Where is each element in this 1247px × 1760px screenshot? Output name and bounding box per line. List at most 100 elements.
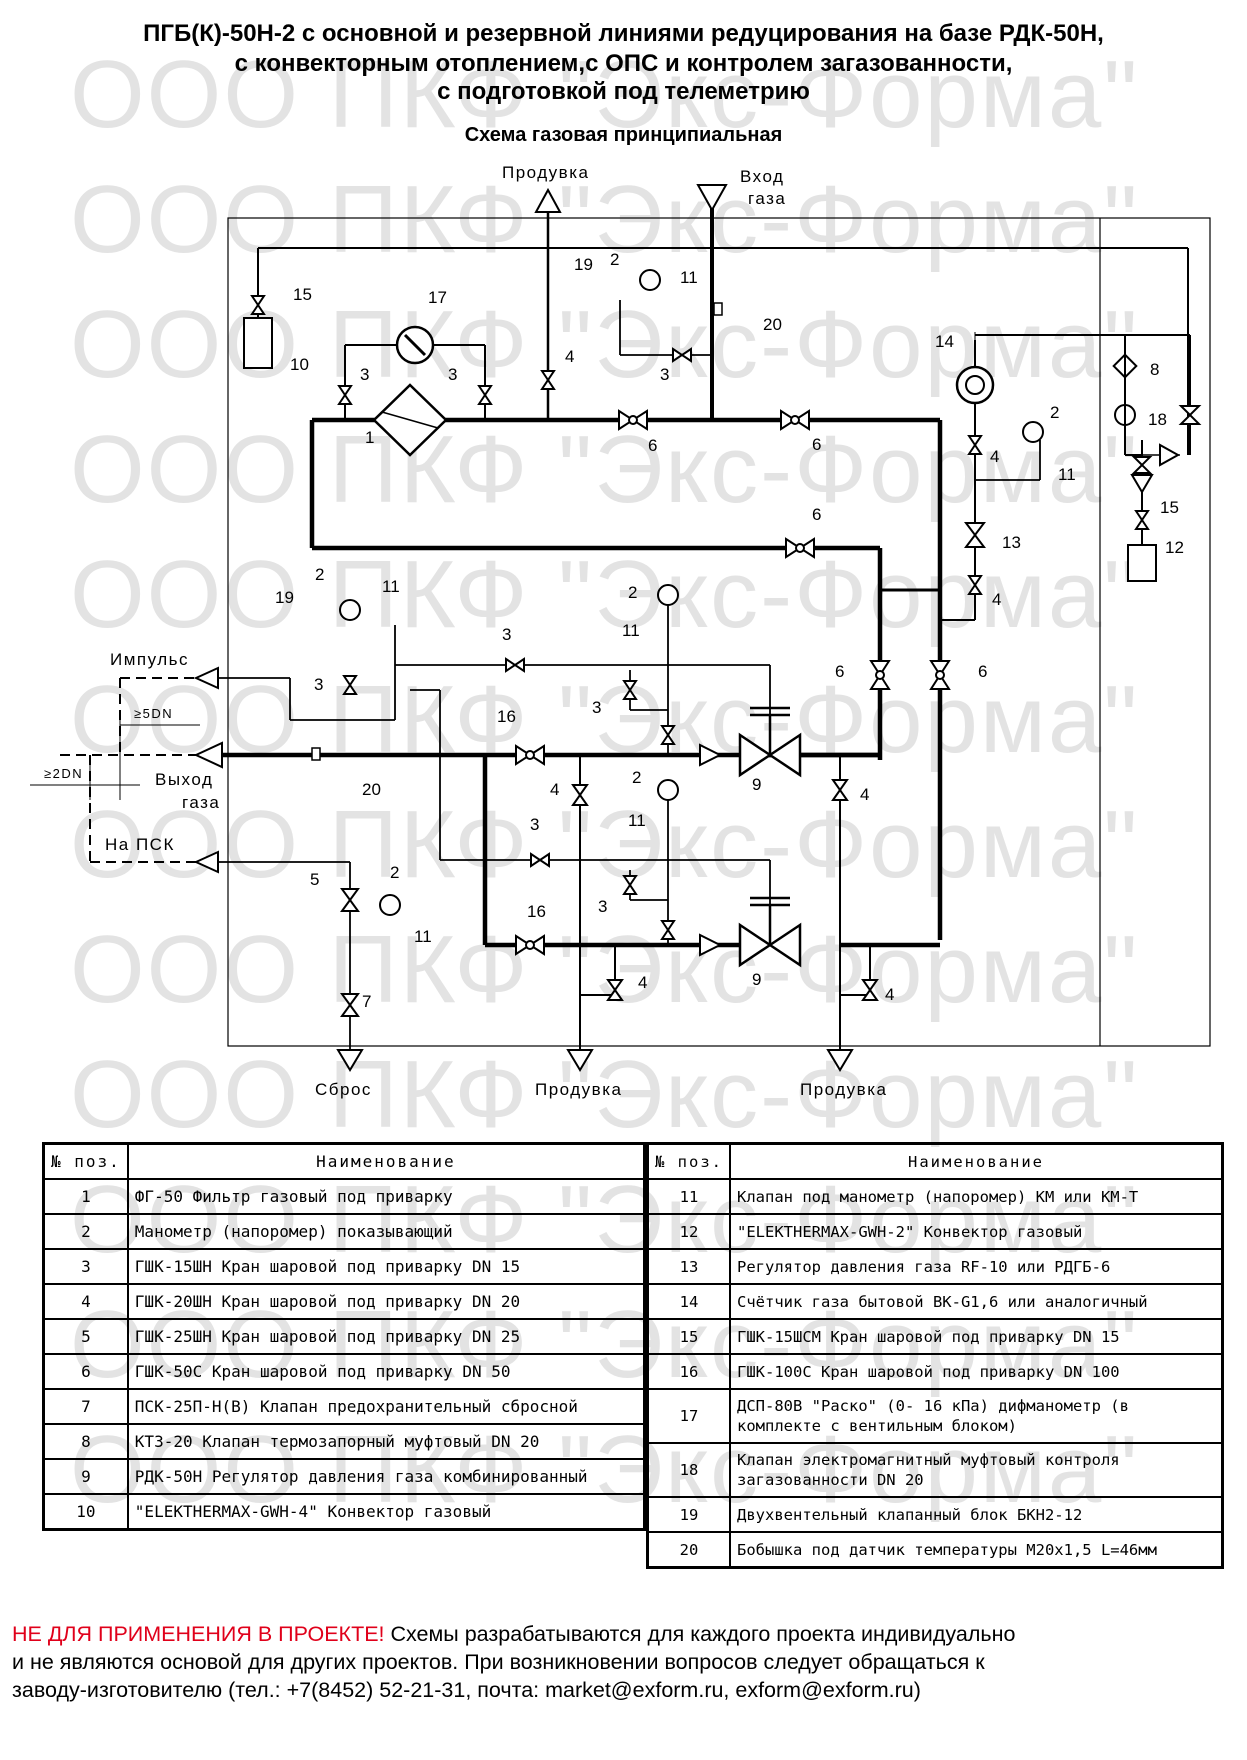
pos-cell: 5 <box>42 1318 129 1355</box>
temp-boss-20 <box>311 747 321 761</box>
callout-9: 9 <box>752 970 761 989</box>
valves <box>250 295 1202 1017</box>
callout-5: 5 <box>310 870 319 889</box>
pos-cell: 19 <box>646 1496 731 1533</box>
callout-16: 16 <box>497 707 516 726</box>
name-cell: Клапан электромагнитный муфтовый контрол… <box>729 1442 1224 1498</box>
callout-11: 11 <box>414 927 432 946</box>
callout-1: 1 <box>365 428 374 447</box>
name-cell: ГШК-15ШН Кран шаровой под приварку DN 15 <box>126 1248 646 1285</box>
pos-cell: 17 <box>646 1388 731 1444</box>
regulator-reserve <box>738 896 802 968</box>
callout-11: 11 <box>382 577 400 596</box>
callout-8: 8 <box>1150 360 1159 379</box>
callout-12: 12 <box>1165 538 1184 557</box>
label-vhod-gaza: газа <box>748 189 786 208</box>
callout-3: 3 <box>314 675 323 694</box>
name-cell: ГШК-50С Кран шаровой под приварку DN 50 <box>126 1353 646 1390</box>
pos-cell: 18 <box>646 1442 731 1498</box>
col-name-header: Наименование <box>729 1142 1224 1180</box>
impulse-arrow <box>193 666 219 690</box>
col-name-header: Наименование <box>126 1142 646 1180</box>
callout-11: 11 <box>622 621 640 640</box>
callout-4: 4 <box>990 447 999 466</box>
name-cell: ФГ-50 Фильтр газовый под приварку <box>126 1178 646 1215</box>
pos-cell: 16 <box>646 1353 731 1390</box>
callout-7: 7 <box>362 992 371 1011</box>
label-vhod: Вход <box>740 167 784 186</box>
pos-cell: 6 <box>42 1353 129 1390</box>
callout-19: 19 <box>275 588 294 607</box>
pos-cell: 2 <box>42 1213 129 1250</box>
pos-cell: 1 <box>42 1178 129 1215</box>
callout-3: 3 <box>502 625 511 644</box>
schema-subtitle: Схема газовая принципиальная <box>464 124 783 146</box>
name-cell: ДСП-80В "Раско" (0- 16 кПа) дифманометр … <box>729 1388 1224 1444</box>
callout-4: 4 <box>550 780 559 799</box>
gauge <box>339 599 361 621</box>
name-cell: РДК-50Н Регулятор давления газа комбинир… <box>126 1458 646 1495</box>
name-cell: ГШК-25ШН Кран шаровой под приварку DN 25 <box>126 1318 646 1355</box>
filter-fg50 <box>372 383 448 457</box>
name-cell: Манометр (напоромер) показывающий <box>126 1213 646 1250</box>
label-vyhod: Выход <box>155 770 213 789</box>
convector-10 <box>243 317 273 369</box>
callout-2: 2 <box>610 250 619 269</box>
disclaimer-text-1: Схемы разрабатываются для каждого проект… <box>384 1622 1016 1646</box>
cabinet-frame <box>227 217 1211 1047</box>
name-cell: Счётчик газа бытовой ВК-G1,6 или аналоги… <box>729 1283 1224 1320</box>
name-cell: ГШК-100С Кран шаровой под приварку DN 10… <box>729 1353 1224 1390</box>
callout-3: 3 <box>592 698 601 717</box>
callout-4: 4 <box>992 590 1001 609</box>
sbros-arrow <box>336 1049 364 1072</box>
gauge <box>657 584 679 606</box>
disclaimer-text-3: заводу-изготовителю (тел.: +7(8452) 52-2… <box>12 1678 921 1702</box>
callout-16: 16 <box>527 902 546 921</box>
name-cell: КТЗ-20 Клапан термозапорный муфтовый DN … <box>126 1423 646 1460</box>
label-vyhod-gaza: газа <box>182 793 220 812</box>
callout-11: 11 <box>628 811 646 830</box>
callout-2: 2 <box>628 583 637 602</box>
pos-cell: 20 <box>646 1531 731 1569</box>
regulator-main <box>738 706 802 778</box>
callout-9: 9 <box>752 775 761 794</box>
disclaimer-warning: НЕ ДЛЯ ПРИМЕНЕНИЯ В ПРОЕКТЕ! <box>12 1622 385 1646</box>
label-2dn: ≥2DN <box>44 766 83 781</box>
label-5dn: ≥5DN <box>134 706 173 721</box>
pos-cell: 9 <box>42 1458 129 1495</box>
label-impuls: Импульс <box>110 650 189 669</box>
callout-10: 10 <box>290 355 309 374</box>
callout-6: 6 <box>978 662 987 681</box>
callout-3: 3 <box>530 815 539 834</box>
name-cell: ГШК-20ШН Кран шаровой под приварку DN 20 <box>126 1283 646 1320</box>
callout-15: 15 <box>293 285 312 304</box>
pos-cell: 3 <box>42 1248 129 1285</box>
title-line-2: с конвекторным отоплением,с ОПС и контро… <box>234 50 1013 77</box>
callout-3: 3 <box>660 365 669 384</box>
title-line-1: ПГБ(К)-50Н-2 с основной и резервной лини… <box>143 20 1104 47</box>
psk-arrow <box>193 850 219 874</box>
label-produvka-bottom-1: Продувка <box>535 1080 622 1099</box>
purge-arrow-down-1 <box>566 1049 594 1072</box>
callout-11: 11 <box>1058 465 1076 484</box>
name-cell: "ELEKTHERMAX-GWH-4" Конвектор газовый <box>126 1493 646 1531</box>
name-cell: ПСК-25П-Н(В) Клапан предохранительный сб… <box>126 1388 646 1425</box>
gas-schema-diagram: 1 2 2 2 2 2 2 3 3 3 3 3 3 3 3 4 4 4 4 4 … <box>30 163 1211 1099</box>
gauge <box>639 269 661 291</box>
disclaimer-footer: НЕ ДЛЯ ПРИМЕНЕНИЯ В ПРОЕКТЕ! Схемы разра… <box>12 1620 1232 1704</box>
outlet-arrow <box>193 741 223 769</box>
callout-4: 4 <box>860 785 869 804</box>
callout-20: 20 <box>362 780 381 799</box>
name-cell: Клапан под манометр (напоромер) КМ или К… <box>729 1178 1224 1215</box>
callout-2: 2 <box>1050 403 1059 422</box>
temp-boss-20 <box>713 302 723 316</box>
name-cell: Регулятор давления газа RF-10 или РДГБ-6 <box>729 1248 1224 1285</box>
label-produvka-bottom-2: Продувка <box>800 1080 887 1099</box>
callout-6: 6 <box>648 436 657 455</box>
callout-3: 3 <box>360 365 369 384</box>
callout-2: 2 <box>315 565 324 584</box>
pos-cell: 8 <box>42 1423 129 1460</box>
callout-3: 3 <box>448 365 457 384</box>
callout-14: 14 <box>935 332 954 351</box>
callout-2: 2 <box>632 768 641 787</box>
